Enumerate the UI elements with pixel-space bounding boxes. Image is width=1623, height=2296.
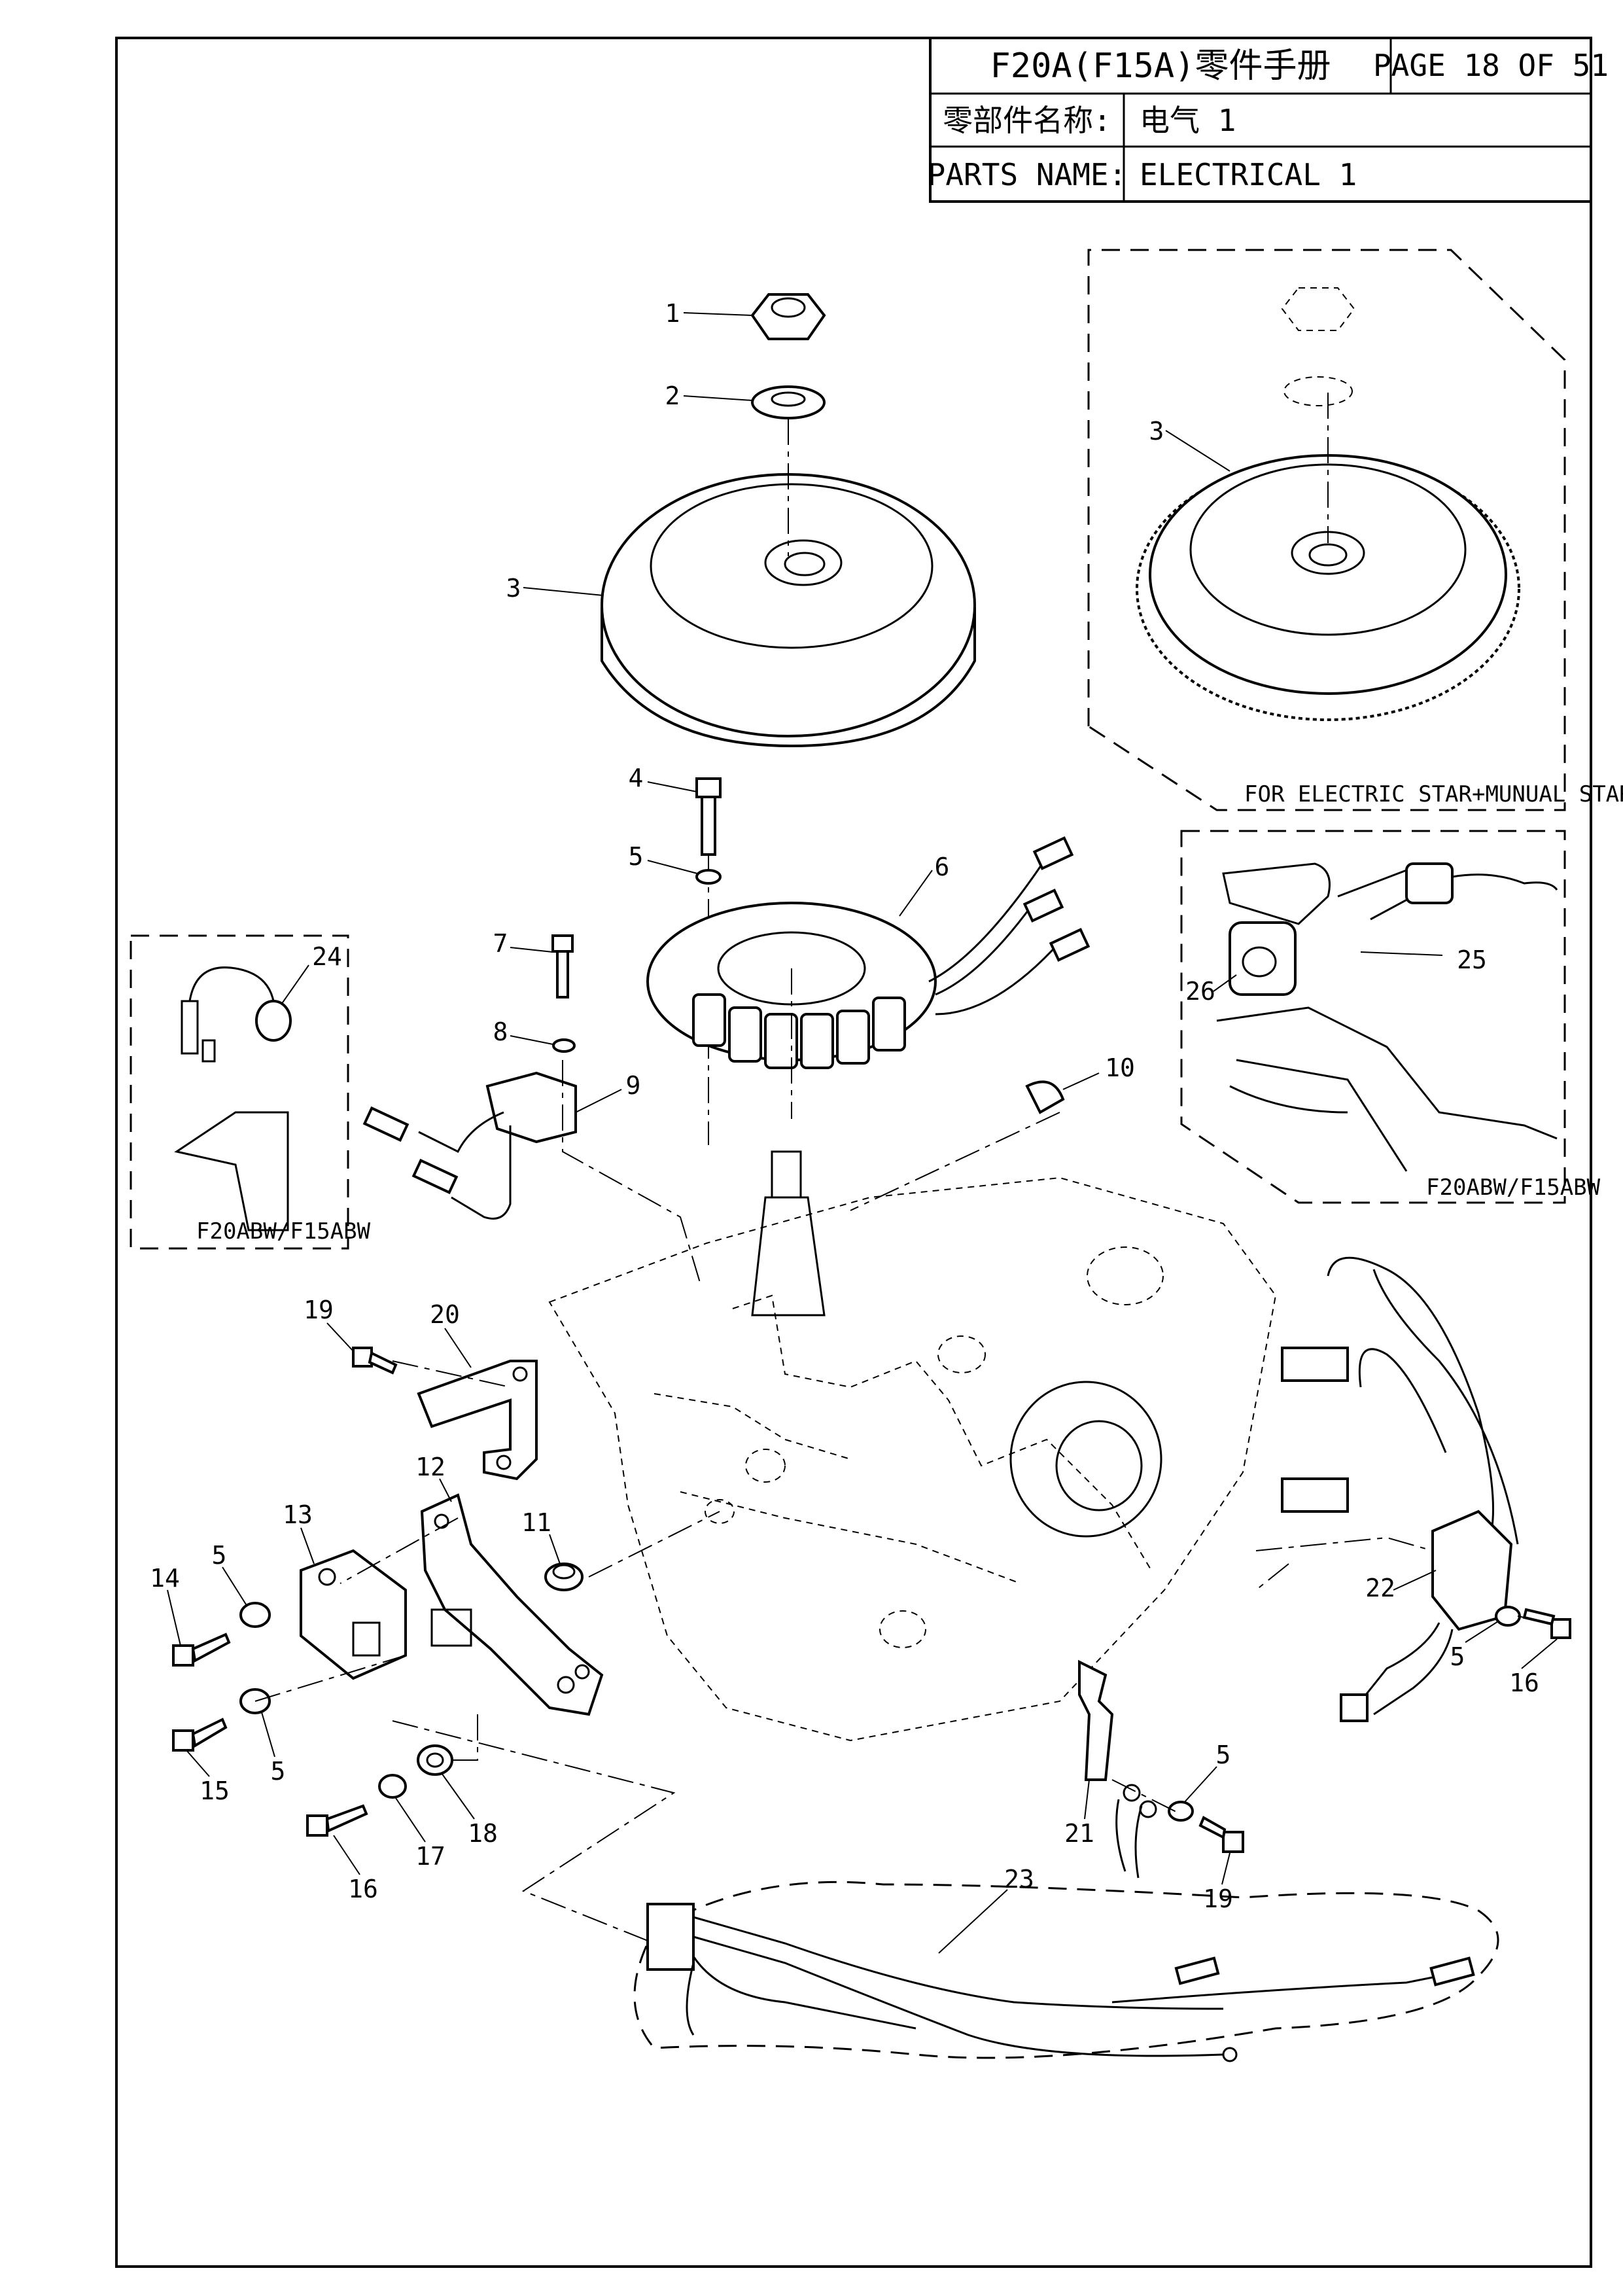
callout-19a: 19 xyxy=(304,1296,334,1324)
callout-3: 3 xyxy=(506,574,521,603)
part-13-cdi-unit xyxy=(300,1549,407,1680)
parts-name-label-en: PARTS NAME: xyxy=(928,157,1127,192)
callout-3-inset: 3 xyxy=(1149,417,1164,446)
callout-11: 11 xyxy=(521,1508,551,1537)
callout-25: 25 xyxy=(1457,945,1487,974)
part-17-washer xyxy=(378,1774,407,1799)
key-switch-part xyxy=(1229,921,1297,996)
inset-caption-right-variant: F20ABW/F15ABW xyxy=(1426,1174,1601,1201)
engine-crankcase xyxy=(548,1150,1277,1742)
part-2-washer xyxy=(751,385,826,419)
part-11-collar xyxy=(544,1563,584,1591)
callout-7: 7 xyxy=(493,929,508,958)
callout-6: 6 xyxy=(935,853,950,881)
part-3-flywheel xyxy=(601,419,976,748)
page-number: PAGE 18 OF 51 xyxy=(1373,48,1609,83)
part-5-washer-e xyxy=(1495,1606,1521,1627)
parts-name-value-en: ELECTRICAL 1 xyxy=(1140,157,1357,192)
callout-15: 15 xyxy=(200,1776,230,1805)
callout-16b: 16 xyxy=(1509,1669,1539,1697)
part-5-washer xyxy=(695,869,722,885)
callout-18: 18 xyxy=(468,1819,498,1848)
callout-5a: 5 xyxy=(629,842,644,871)
part-6-stator xyxy=(646,836,1091,1119)
part-12-bracket xyxy=(420,1493,604,1716)
electric-start-flywheel-inset: FOR ELECTRIC STAR+MUNUAL STAR xyxy=(1087,249,1623,811)
part-21-ground-plate xyxy=(1078,1659,1157,1879)
manual-title: F20A(F15A)零件手册 xyxy=(990,46,1331,86)
callout-19b: 19 xyxy=(1203,1884,1233,1913)
title-block: F20A(F15A)零件手册 PAGE 18 OF 51 零部件名称: 电气 1… xyxy=(928,37,1609,203)
callout-13: 13 xyxy=(283,1500,313,1529)
callout-14: 14 xyxy=(150,1564,180,1593)
part-1-nut xyxy=(750,293,826,340)
part-20-bracket xyxy=(417,1360,538,1481)
part-14-bolt xyxy=(172,1633,231,1667)
callout-8: 8 xyxy=(493,1017,508,1046)
part-5-washer-d xyxy=(1168,1801,1194,1822)
callout-12: 12 xyxy=(415,1453,445,1481)
callout-22: 22 xyxy=(1365,1574,1395,1602)
callout-9: 9 xyxy=(626,1071,641,1100)
page-frame xyxy=(115,37,1592,2268)
callout-26: 26 xyxy=(1185,977,1215,1006)
part-23-wire-harness xyxy=(633,1881,1499,2062)
part-8-washer xyxy=(552,1038,576,1053)
callout-5b: 5 xyxy=(212,1541,227,1570)
part-18-grommet xyxy=(417,1744,453,1776)
callout-5c: 5 xyxy=(271,1757,286,1786)
leader-lines xyxy=(167,312,1558,1954)
callout-17: 17 xyxy=(415,1842,445,1871)
part-22-ignition-coil xyxy=(1281,1256,1519,1722)
callout-23: 23 xyxy=(1004,1865,1034,1894)
part-7-bolt xyxy=(551,934,574,998)
part-10-woodruff-key xyxy=(1025,1080,1065,1114)
right-variant-inset: F20ABW/F15ABW xyxy=(1180,830,1601,1204)
part-16-bolt-a xyxy=(306,1804,368,1837)
callouts: 1 2 3 3 4 5 6 7 8 9 10 11 12 13 14 5 15 … xyxy=(150,299,1539,1913)
callout-21: 21 xyxy=(1064,1819,1094,1848)
callout-16a: 16 xyxy=(348,1875,378,1903)
part-19-bolt-a xyxy=(352,1347,398,1375)
callout-20: 20 xyxy=(430,1300,460,1329)
part-16-bolt-b xyxy=(1522,1608,1571,1639)
part-19-bolt-b xyxy=(1198,1816,1244,1853)
parts-name-label-cn: 零部件名称: xyxy=(943,103,1111,138)
callout-10: 10 xyxy=(1105,1053,1135,1082)
callout-5e: 5 xyxy=(1450,1642,1465,1671)
sensor-part xyxy=(255,1000,292,1042)
callout-5d: 5 xyxy=(1216,1740,1231,1769)
callout-4: 4 xyxy=(629,764,644,792)
callout-24: 24 xyxy=(312,942,342,971)
inset-caption-left-variant: F20ABW/F15ABW xyxy=(196,1218,371,1245)
left-variant-inset: F20ABW/F15ABW xyxy=(130,934,371,1250)
parts-name-value-cn: 电气 1 xyxy=(1140,103,1236,138)
assembly-guide-lines xyxy=(254,1060,1551,1944)
part-9-pulser-coil xyxy=(362,1071,577,1220)
callout-1: 1 xyxy=(665,299,680,328)
part-15-bolt xyxy=(172,1718,228,1752)
inset-caption-electric-start: FOR ELECTRIC STAR+MUNUAL STAR xyxy=(1244,781,1623,807)
part-5-washer-b xyxy=(239,1602,271,1628)
callout-2: 2 xyxy=(665,381,680,410)
